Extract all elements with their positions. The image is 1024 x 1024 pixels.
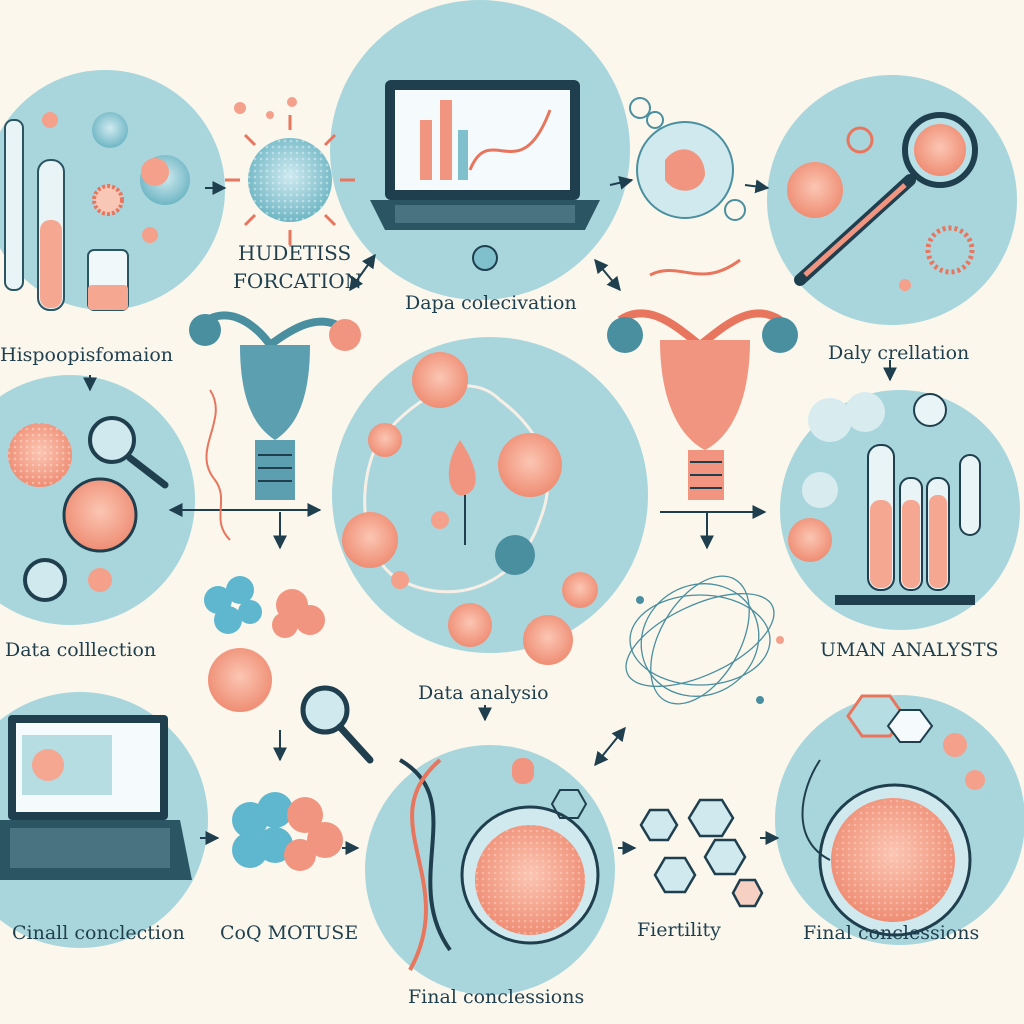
label-forcation: FORCATION xyxy=(233,269,363,293)
circle-top-right xyxy=(767,75,1017,325)
label-coq-motuse: CoQ MOTUSE xyxy=(220,922,359,944)
cell-cluster-left xyxy=(204,576,374,764)
circle-bottom-left xyxy=(0,692,208,948)
label-final-conclessions-bottom: Final conclessions xyxy=(408,986,585,1008)
cell-top-right-small xyxy=(629,97,746,221)
circle-top-left xyxy=(0,70,225,311)
label-data-collection: Data colllection xyxy=(5,639,157,661)
cell-cluster-bottom xyxy=(232,792,343,871)
label-data-analysis: Data analysio xyxy=(418,682,549,704)
label-uman-analysts: UMAN ANALYSTS xyxy=(820,639,999,661)
circle-center xyxy=(332,337,648,665)
uterus-left xyxy=(189,311,361,500)
hexagon-molecule xyxy=(639,798,764,908)
label-daly-crellation: Daly crellation xyxy=(828,342,970,364)
uterus-right xyxy=(607,309,798,500)
label-final-conclessions-right: Final conclessions xyxy=(803,922,980,944)
network-illustration xyxy=(625,575,784,705)
label-hispoopisfomaion: Hispoopisfomaion xyxy=(0,344,173,366)
label-hudetiss: HUDETISS xyxy=(238,241,352,265)
circle-bottom-right xyxy=(775,694,1024,945)
virus-illustration xyxy=(225,97,355,245)
label-cinal-conclection: Cinall conclection xyxy=(12,922,185,944)
label-fiertility: Fiertility xyxy=(637,919,721,941)
circle-bottom-center xyxy=(365,745,615,995)
circle-top-center xyxy=(330,0,630,300)
label-dapa-colecivation: Dapa colecivation xyxy=(405,292,577,314)
circle-mid-right xyxy=(780,390,1020,630)
circle-mid-left xyxy=(0,375,195,625)
connector-arrows xyxy=(83,175,897,855)
